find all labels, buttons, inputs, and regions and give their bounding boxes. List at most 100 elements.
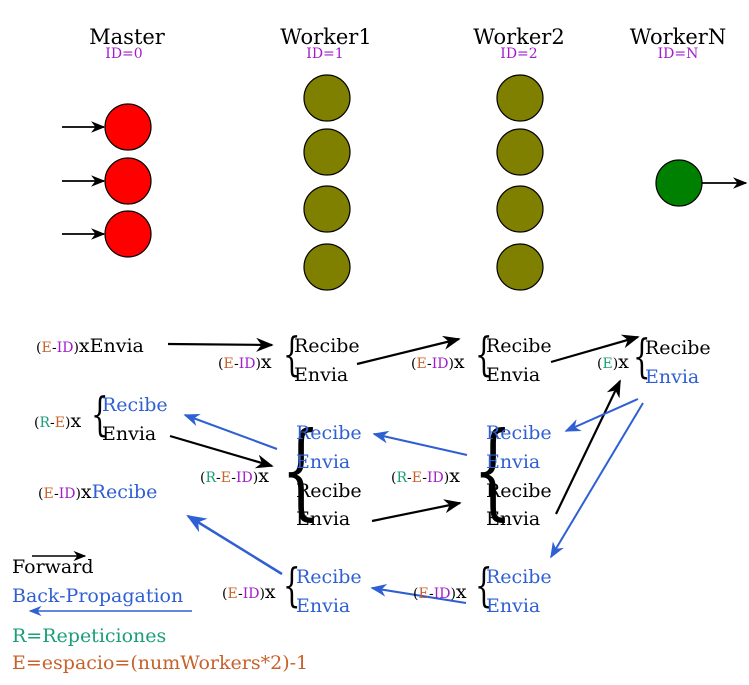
worker1-recibe-1: Recibe	[294, 335, 360, 357]
forward-arrow-w1-to-w2	[356, 335, 461, 366]
master-send-block: (E-ID)xEnvia	[36, 337, 144, 356]
worker1-prefix-3: (E-ID)x	[222, 583, 276, 602]
legend-backprop: Back-Propagation	[12, 585, 184, 607]
worker2-neurons	[496, 74, 544, 291]
open-paren: (	[200, 470, 206, 486]
open-paren: (	[218, 356, 224, 372]
close-paren: )	[450, 586, 456, 602]
worker2-envia-3: Envia	[486, 508, 541, 530]
forward-arrow-w2-to-wn	[550, 334, 640, 364]
recibe-label: Recibe	[91, 481, 158, 503]
close-paren: )	[75, 486, 81, 502]
neuron-worker1-3	[303, 185, 351, 233]
id-term: ID	[56, 340, 74, 356]
dash: -	[53, 486, 59, 502]
close-paren: )	[448, 356, 454, 372]
e-term: E	[54, 415, 65, 431]
dash: -	[231, 470, 236, 486]
brace-master-2: {	[91, 387, 109, 441]
neuron-worker2-1	[496, 74, 544, 122]
node-title-worker1: Worker1	[280, 25, 372, 49]
forward-arrow-w2b-to-wn	[555, 379, 621, 515]
dash: -	[233, 356, 239, 372]
dash: -	[426, 356, 432, 372]
brace-workerN: {	[633, 329, 651, 383]
backprop-arrow-w2b-to-w1b	[370, 583, 467, 604]
worker2-envia-2: Envia	[486, 451, 541, 473]
envia-label: Envia	[89, 335, 144, 357]
brace-worker1-1: {	[283, 327, 301, 381]
node-title-workerN: WorkerN	[629, 25, 727, 49]
close-paren: )	[612, 356, 619, 372]
worker1-envia-1: Envia	[294, 364, 349, 386]
brace-worker2-2: {	[473, 409, 513, 531]
node-id-workerN: ID=N	[657, 46, 699, 62]
worker2-recibe-3: Recibe	[486, 480, 552, 502]
node-title-master: Master	[89, 25, 165, 49]
dash: -	[407, 470, 412, 486]
master-recv-send-prefix: (R-E)x	[34, 412, 81, 431]
neuron-worker1-4	[303, 243, 351, 291]
open-paren: (	[597, 356, 603, 372]
open-paren: (	[413, 586, 419, 602]
times: x	[453, 351, 465, 373]
id-term: ID	[58, 486, 76, 502]
node-id-worker2: ID=2	[500, 46, 538, 62]
master-recibe-label: Recibe	[102, 394, 168, 416]
close-paren: )	[443, 470, 450, 486]
worker2-recibe-2: Recibe	[486, 422, 552, 444]
open-paren: (	[36, 340, 42, 356]
times: x	[260, 351, 272, 373]
neuron-master-2	[104, 157, 152, 205]
forward-arrow-w1b-to-w2	[371, 499, 462, 523]
worker1-envia-4: Envia	[296, 595, 351, 617]
id-term: ID	[235, 470, 253, 486]
e-term: E	[43, 486, 54, 502]
workerN-recibe: Recibe	[645, 337, 711, 359]
open-paren: (	[34, 415, 40, 431]
node-id-master: ID=0	[105, 46, 143, 62]
worker2-prefix-2: (R-E-ID)x	[391, 467, 460, 486]
brace-worker2-3: {	[475, 558, 493, 612]
dash: -	[422, 470, 427, 486]
master-recv-block: (E-ID)xRecibe	[38, 483, 157, 502]
id-term: ID	[426, 470, 444, 486]
e-term: E	[602, 356, 613, 372]
dash: -	[50, 415, 55, 431]
worker1-recibe-2: Recibe	[296, 422, 362, 444]
worker1-envia-2: Envia	[296, 451, 351, 473]
brace-worker2-1: {	[475, 327, 493, 381]
worker1-prefix-1: (E-ID)x	[218, 353, 272, 372]
worker2-recibe-1: Recibe	[486, 335, 552, 357]
close-paren: )	[73, 340, 79, 356]
id-term: ID	[433, 586, 451, 602]
backprop-arrow-w1-to-master	[183, 413, 278, 450]
close-paren: )	[255, 356, 261, 372]
worker2-prefix-1: (E-ID)x	[411, 353, 465, 372]
dash: -	[237, 586, 243, 602]
legend-r-definition: R=Repeticiones	[12, 625, 167, 647]
dash: -	[216, 470, 221, 486]
worker1-neurons	[303, 74, 351, 291]
neuron-worker1-1	[303, 74, 351, 122]
forward-arrow-master-to-w1	[167, 337, 274, 352]
worker2-envia-1: Envia	[486, 364, 541, 386]
times: x	[258, 465, 269, 487]
neuron-worker1-2	[303, 128, 351, 176]
brace-worker1-2: {	[281, 409, 321, 531]
backprop-arrow-wn-to-w2	[564, 398, 639, 432]
node-id-worker1: ID=1	[306, 46, 344, 62]
e-term: E	[411, 470, 423, 486]
open-paren: (	[38, 486, 44, 502]
worker1-recibe-3: Recibe	[296, 480, 362, 502]
neuron-worker2-2	[496, 128, 544, 176]
close-paren: )	[64, 415, 71, 431]
id-term: ID	[242, 586, 260, 602]
times: x	[618, 351, 629, 373]
close-paren: )	[252, 470, 259, 486]
master-neurons	[104, 103, 152, 258]
node-title-worker2: Worker2	[473, 25, 565, 49]
worker2-envia-4: Envia	[486, 595, 541, 617]
e-term: E	[416, 356, 427, 372]
